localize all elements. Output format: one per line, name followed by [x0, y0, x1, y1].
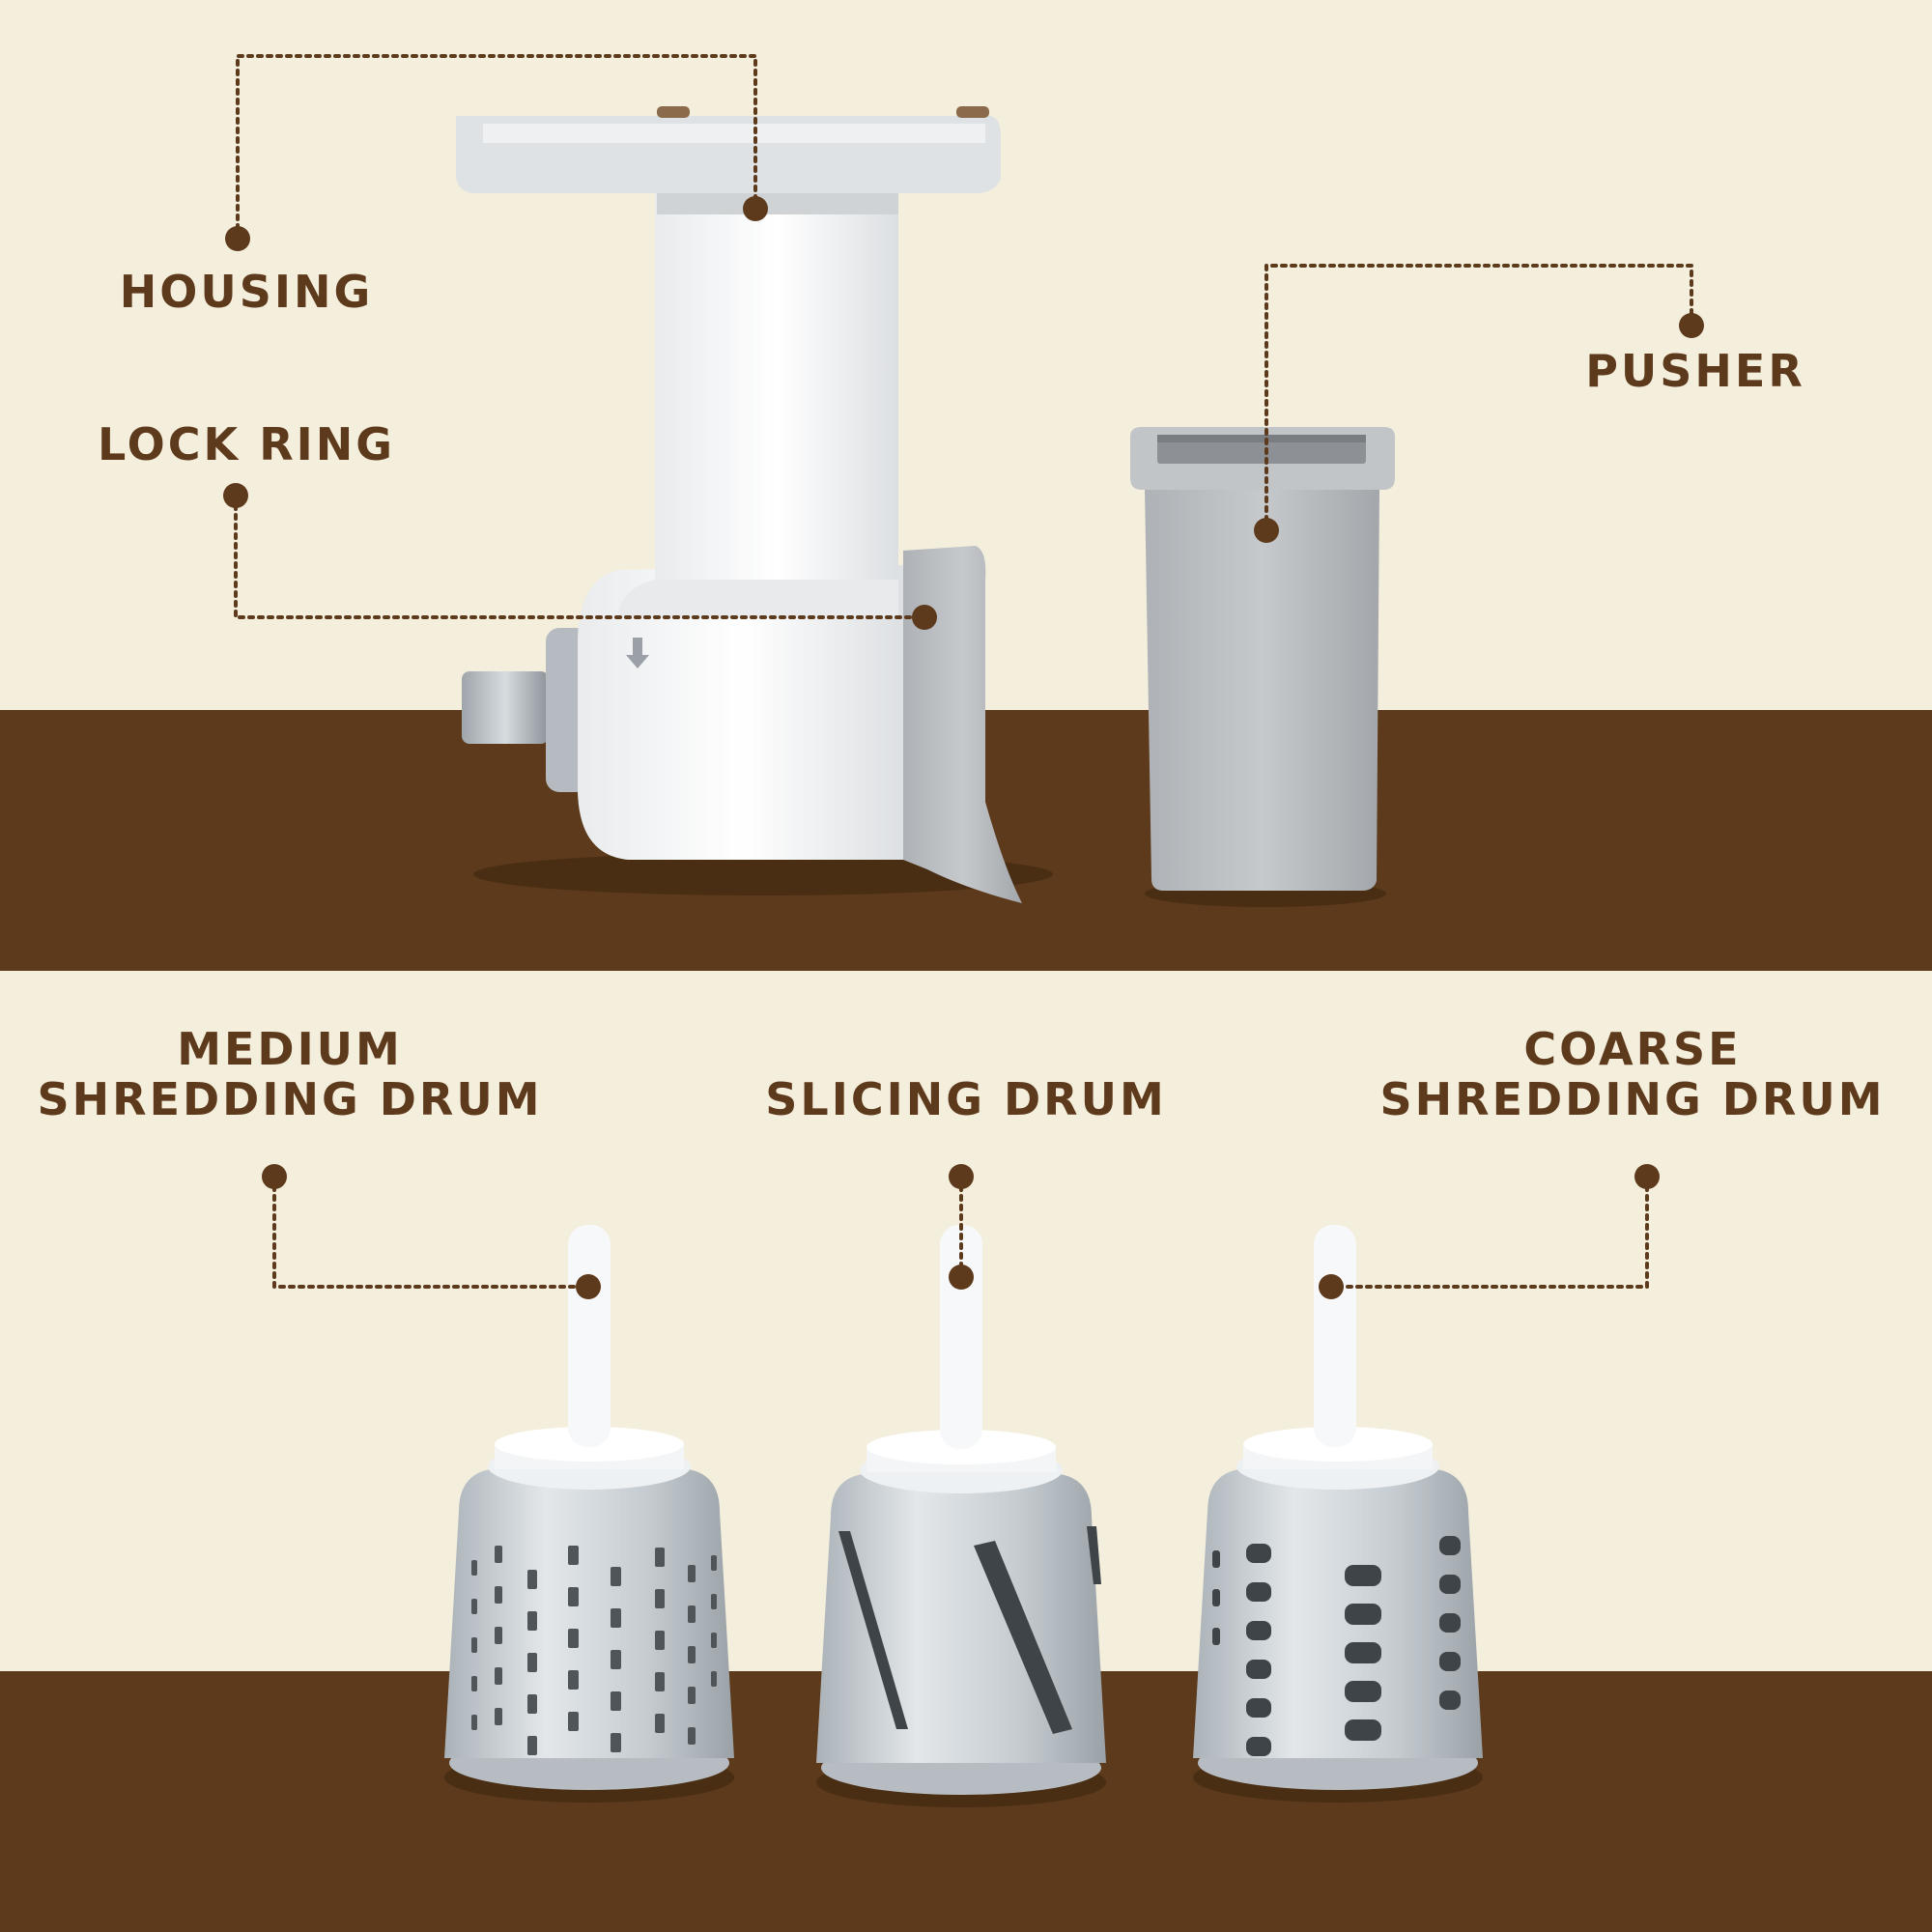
label-slicing-drum: SLICING DRUM	[734, 1074, 1198, 1124]
dot-slicing-label	[949, 1164, 974, 1189]
dot-housing-part	[743, 196, 768, 221]
label-medium-drum: MEDIUM SHREDDING DRUM	[19, 1024, 560, 1124]
dot-pusher-part	[1254, 518, 1279, 543]
label-slicing-text: SLICING DRUM	[765, 1073, 1167, 1125]
label-coarse-drum: COARSE SHREDDING DRUM	[1362, 1024, 1903, 1124]
dot-lock-ring-part	[912, 605, 937, 630]
label-medium-line1: MEDIUM	[177, 1023, 403, 1075]
leader-coarse-drum	[1329, 1175, 1649, 1289]
label-medium-line2: SHREDDING DRUM	[37, 1073, 543, 1125]
coarse-drum-illustration	[1193, 1225, 1483, 1803]
dot-medium-label	[262, 1164, 287, 1189]
label-pusher-text: PUSHER	[1585, 345, 1805, 397]
label-pusher: PUSHER	[1536, 346, 1855, 396]
leader-pusher	[1264, 264, 1693, 532]
pusher-illustration	[1130, 427, 1395, 907]
dot-coarse-part	[1319, 1274, 1344, 1299]
medium-drum-illustration	[444, 1225, 734, 1803]
dot-pusher-label	[1679, 313, 1704, 338]
label-coarse-line1: COARSE	[1523, 1023, 1742, 1075]
leader-housing	[236, 54, 757, 241]
dot-slicing-part	[949, 1264, 974, 1290]
label-coarse-line2: SHREDDING DRUM	[1379, 1073, 1886, 1125]
label-lock-ring: LOCK RING	[68, 419, 425, 469]
label-lock-ring-text: LOCK RING	[98, 418, 395, 470]
label-housing-text: HOUSING	[119, 266, 374, 318]
label-housing: HOUSING	[87, 267, 406, 317]
slicing-drum-illustration	[816, 1225, 1106, 1807]
dot-lock-ring-label	[223, 483, 248, 508]
dot-housing-label	[225, 226, 250, 251]
leader-medium-drum	[272, 1175, 590, 1289]
dot-medium-part	[576, 1274, 601, 1299]
housing-illustration	[456, 106, 1053, 903]
dot-coarse-label	[1634, 1164, 1660, 1189]
leader-lock-ring	[234, 494, 926, 619]
